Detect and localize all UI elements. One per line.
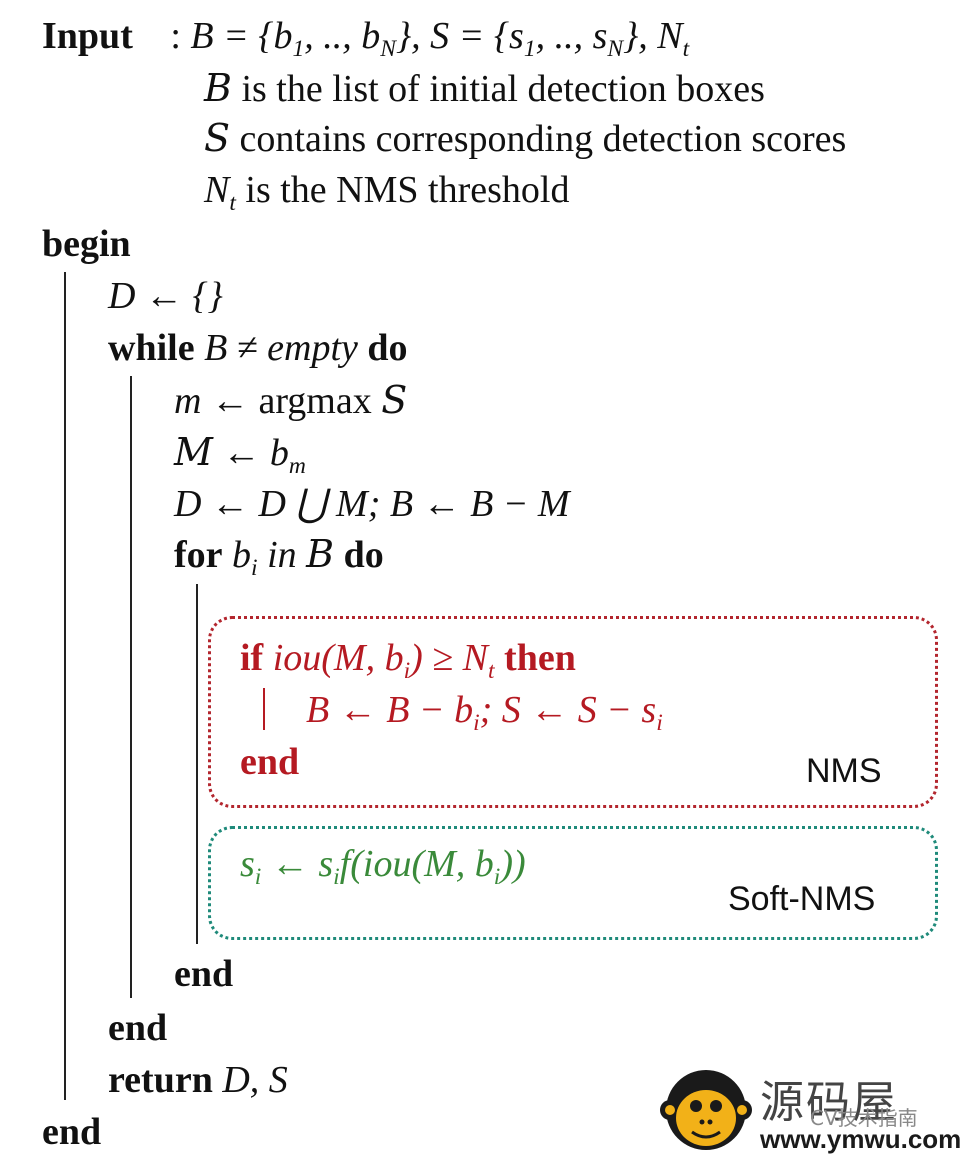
input-desc-nt: Nt is the NMS threshold: [204, 169, 570, 217]
d-init: D ← {}: [108, 275, 223, 317]
watermark-cn: 源码屋: [760, 1077, 898, 1128]
d-update-line: D ← D ⋃ M; B ← B − M: [174, 483, 570, 525]
input-def: B = {b1, .., bN}, S = {s1, .., sN}, Nt: [190, 15, 690, 63]
nms-update-line: B ← B − bi; S ← S − si: [306, 689, 663, 737]
for-scope-bar: [196, 584, 198, 944]
watermark: 源码屋 CV技术指南 www.ymwu.com: [660, 1060, 970, 1160]
end-main: end: [42, 1111, 102, 1153]
input-line: Input : B = {b1, .., bN}, S = {s1, .., s…: [42, 14, 689, 71]
nms-label: NMS: [806, 752, 882, 790]
begin-keyword: begin: [42, 223, 131, 265]
watermark-sub: CV技术指南: [810, 1106, 918, 1130]
for-line: for bi in B do: [174, 532, 384, 582]
if-scope-bar: [263, 688, 265, 730]
end-if: end: [240, 741, 300, 783]
input-keyword: Input: [42, 15, 133, 57]
end-for: end: [174, 953, 234, 995]
soft-nms-line: si ← sif(iou(M, bi)): [240, 843, 526, 891]
M-assign-line: M ← bm: [174, 430, 306, 480]
soft-nms-box: [208, 826, 938, 940]
begin-scope-bar: [64, 272, 66, 1100]
if-line: if iou(M, bi) ≥ Nt then: [240, 637, 576, 685]
end-while: end: [108, 1007, 168, 1049]
while-scope-bar: [130, 376, 132, 998]
input-sep: :: [170, 15, 181, 57]
watermark-url: www.ymwu.com: [760, 1124, 962, 1154]
monkey-logo-icon: [660, 1070, 752, 1150]
soft-nms-label: Soft-NMS: [728, 880, 876, 918]
input-desc-s: S contains corresponding detection score…: [204, 116, 847, 160]
input-desc-b: B is the list of initial detection boxes: [204, 66, 765, 110]
return-line: return D, S: [108, 1059, 288, 1101]
nms-box: [208, 616, 938, 808]
while-line: while B ≠ empty do: [108, 327, 408, 369]
argmax-line: m ← argmax S: [174, 378, 408, 422]
